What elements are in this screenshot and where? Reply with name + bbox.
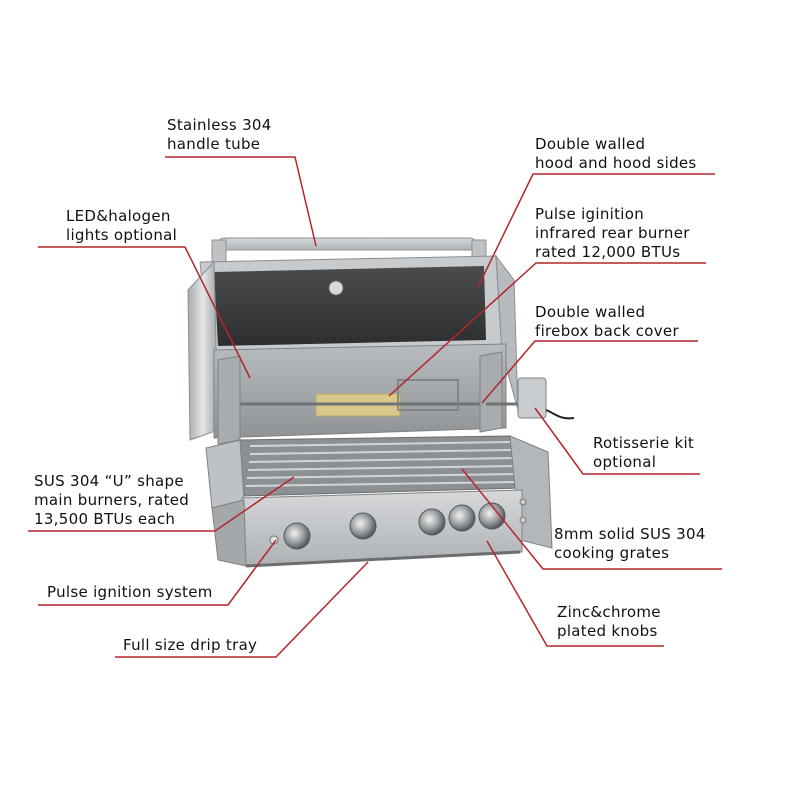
leader-drip	[115, 561, 369, 658]
leader-rotisserie	[534, 407, 700, 475]
leader-rear-burner	[388, 262, 706, 397]
label-rear-burner: Pulse iginition infrared rear burner rat…	[535, 205, 690, 261]
label-knobs: Zinc&chrome plated knobs	[557, 603, 661, 640]
cooking-grates-shape	[237, 435, 523, 497]
leader-lines	[28, 156, 722, 658]
label-hood: Double walled hood and hood sides	[535, 135, 697, 172]
rotisserie-motor-shape	[486, 377, 575, 420]
label-main-burners: SUS 304 “U” shape main burners, rated 13…	[34, 472, 190, 528]
leader-burners	[28, 476, 295, 532]
label-drip-tray: Full size drip tray	[123, 636, 258, 654]
leader-hood	[477, 173, 715, 288]
leader-lights	[38, 246, 251, 379]
leader-grates	[461, 468, 722, 570]
label-firebox: Double walled firebox back cover	[535, 303, 679, 340]
leader-handle	[165, 156, 317, 247]
knobs-shape	[269, 498, 527, 550]
firebox-shape	[213, 343, 507, 439]
label-rotisserie: Rotisserie kit optional	[593, 434, 695, 471]
label-lights: LED&halogen lights optional	[66, 207, 178, 244]
label-grates: 8mm solid SUS 304 cooking grates	[554, 525, 706, 562]
leader-ignition	[38, 539, 277, 606]
label-pulse-ignition: Pulse ignition system	[47, 583, 213, 601]
leader-firebox	[481, 340, 698, 404]
label-handle-tube: Stainless 304 handle tube	[167, 116, 272, 153]
leader-knobs	[486, 540, 664, 647]
